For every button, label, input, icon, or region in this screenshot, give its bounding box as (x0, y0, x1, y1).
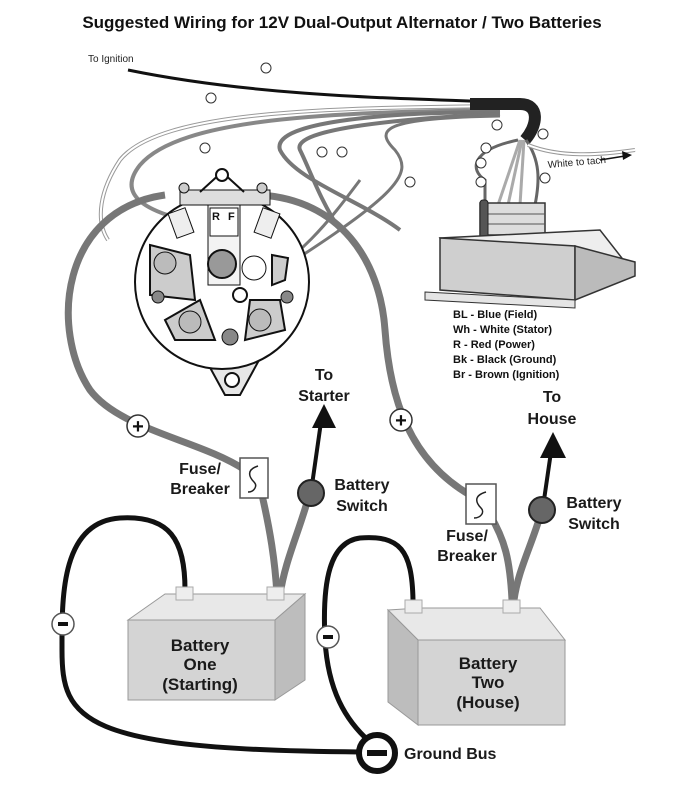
legend-item: Br - Brown (Ignition) (453, 369, 560, 381)
ground-bus-label: Ground Bus (404, 746, 497, 763)
terminal-f-label: F (228, 211, 235, 223)
legend-item: Bk - Black (Ground) (453, 354, 557, 366)
fuse-2-label-line2: Breaker (437, 548, 497, 565)
ignition-wire (127, 68, 501, 104)
wire-color-legend: BL - Blue (Field) Wh - White (Stator) R … (453, 309, 560, 381)
ground-wire-a (277, 110, 501, 232)
positive-marker: + (389, 408, 413, 432)
tach-arrow-icon (622, 151, 632, 160)
switch-2-label-line1: Battery (566, 495, 621, 512)
battery-one-label-line3: (Starting) (162, 675, 238, 694)
battery-two-label-line3: (House) (456, 693, 519, 712)
battery-two-negative-cable (321, 535, 416, 744)
to-starter-arrow-icon (312, 404, 336, 428)
switch-2-label-line2: Switch (568, 516, 620, 533)
legend-item: Wh - White (Stator) (453, 324, 552, 336)
switch-1-label-line1: Battery (334, 477, 389, 494)
battery-one: Battery One (Starting) (126, 586, 307, 701)
legend-item: BL - Blue (Field) (453, 309, 537, 321)
wire-harness (470, 98, 541, 144)
fuse-breaker-1 (239, 457, 269, 499)
alternator-positive-cable-1 (64, 191, 247, 473)
to-house-line2: House (528, 411, 577, 428)
fuse-2-label-line1: Fuse/ (446, 528, 488, 545)
battery-switch-2 (528, 496, 556, 524)
to-ignition-label: To Ignition (88, 54, 134, 65)
regulator-connector (479, 202, 546, 236)
ground-bus (356, 732, 398, 774)
battery-one-label-line2: One (183, 655, 216, 674)
fuse-1-label-line1: Fuse/ (179, 461, 221, 478)
fuse-1-label-line2: Breaker (170, 481, 230, 498)
battery-two-label-line2: Two (472, 673, 505, 692)
battery-two: Battery Two (House) (386, 599, 567, 727)
wire-tags (199, 62, 551, 188)
battery-one-label-line1: Battery (171, 636, 230, 655)
battery-two-label-line1: Battery (459, 654, 518, 673)
alternator-positive-cable-2 (259, 191, 472, 499)
switch-1-label-line2: Switch (336, 498, 388, 515)
negative-marker (316, 625, 340, 649)
battery-switch-1 (297, 479, 325, 507)
to-starter-label-line1: To (315, 367, 334, 384)
to-house-arrow-icon (540, 432, 566, 458)
white-to-tach-label: White to tach (547, 155, 606, 171)
fuse-icon (247, 465, 259, 493)
svg-text:+: + (132, 416, 144, 438)
blue-field-wire (129, 108, 501, 230)
to-starter-label-line2: Starter (298, 388, 350, 405)
fuse-icon (473, 491, 487, 519)
diagram-title: Suggested Wiring for 12V Dual-Output Alt… (82, 13, 601, 32)
negative-marker (51, 612, 75, 636)
positive-marker: + (126, 414, 150, 438)
to-house-line1: To (543, 389, 562, 406)
alternator: R F (134, 168, 310, 396)
fuse-breaker-2 (465, 483, 497, 525)
legend-item: R - Red (Power) (453, 339, 535, 351)
terminal-r-label: R (212, 211, 220, 223)
svg-text:+: + (395, 410, 407, 432)
